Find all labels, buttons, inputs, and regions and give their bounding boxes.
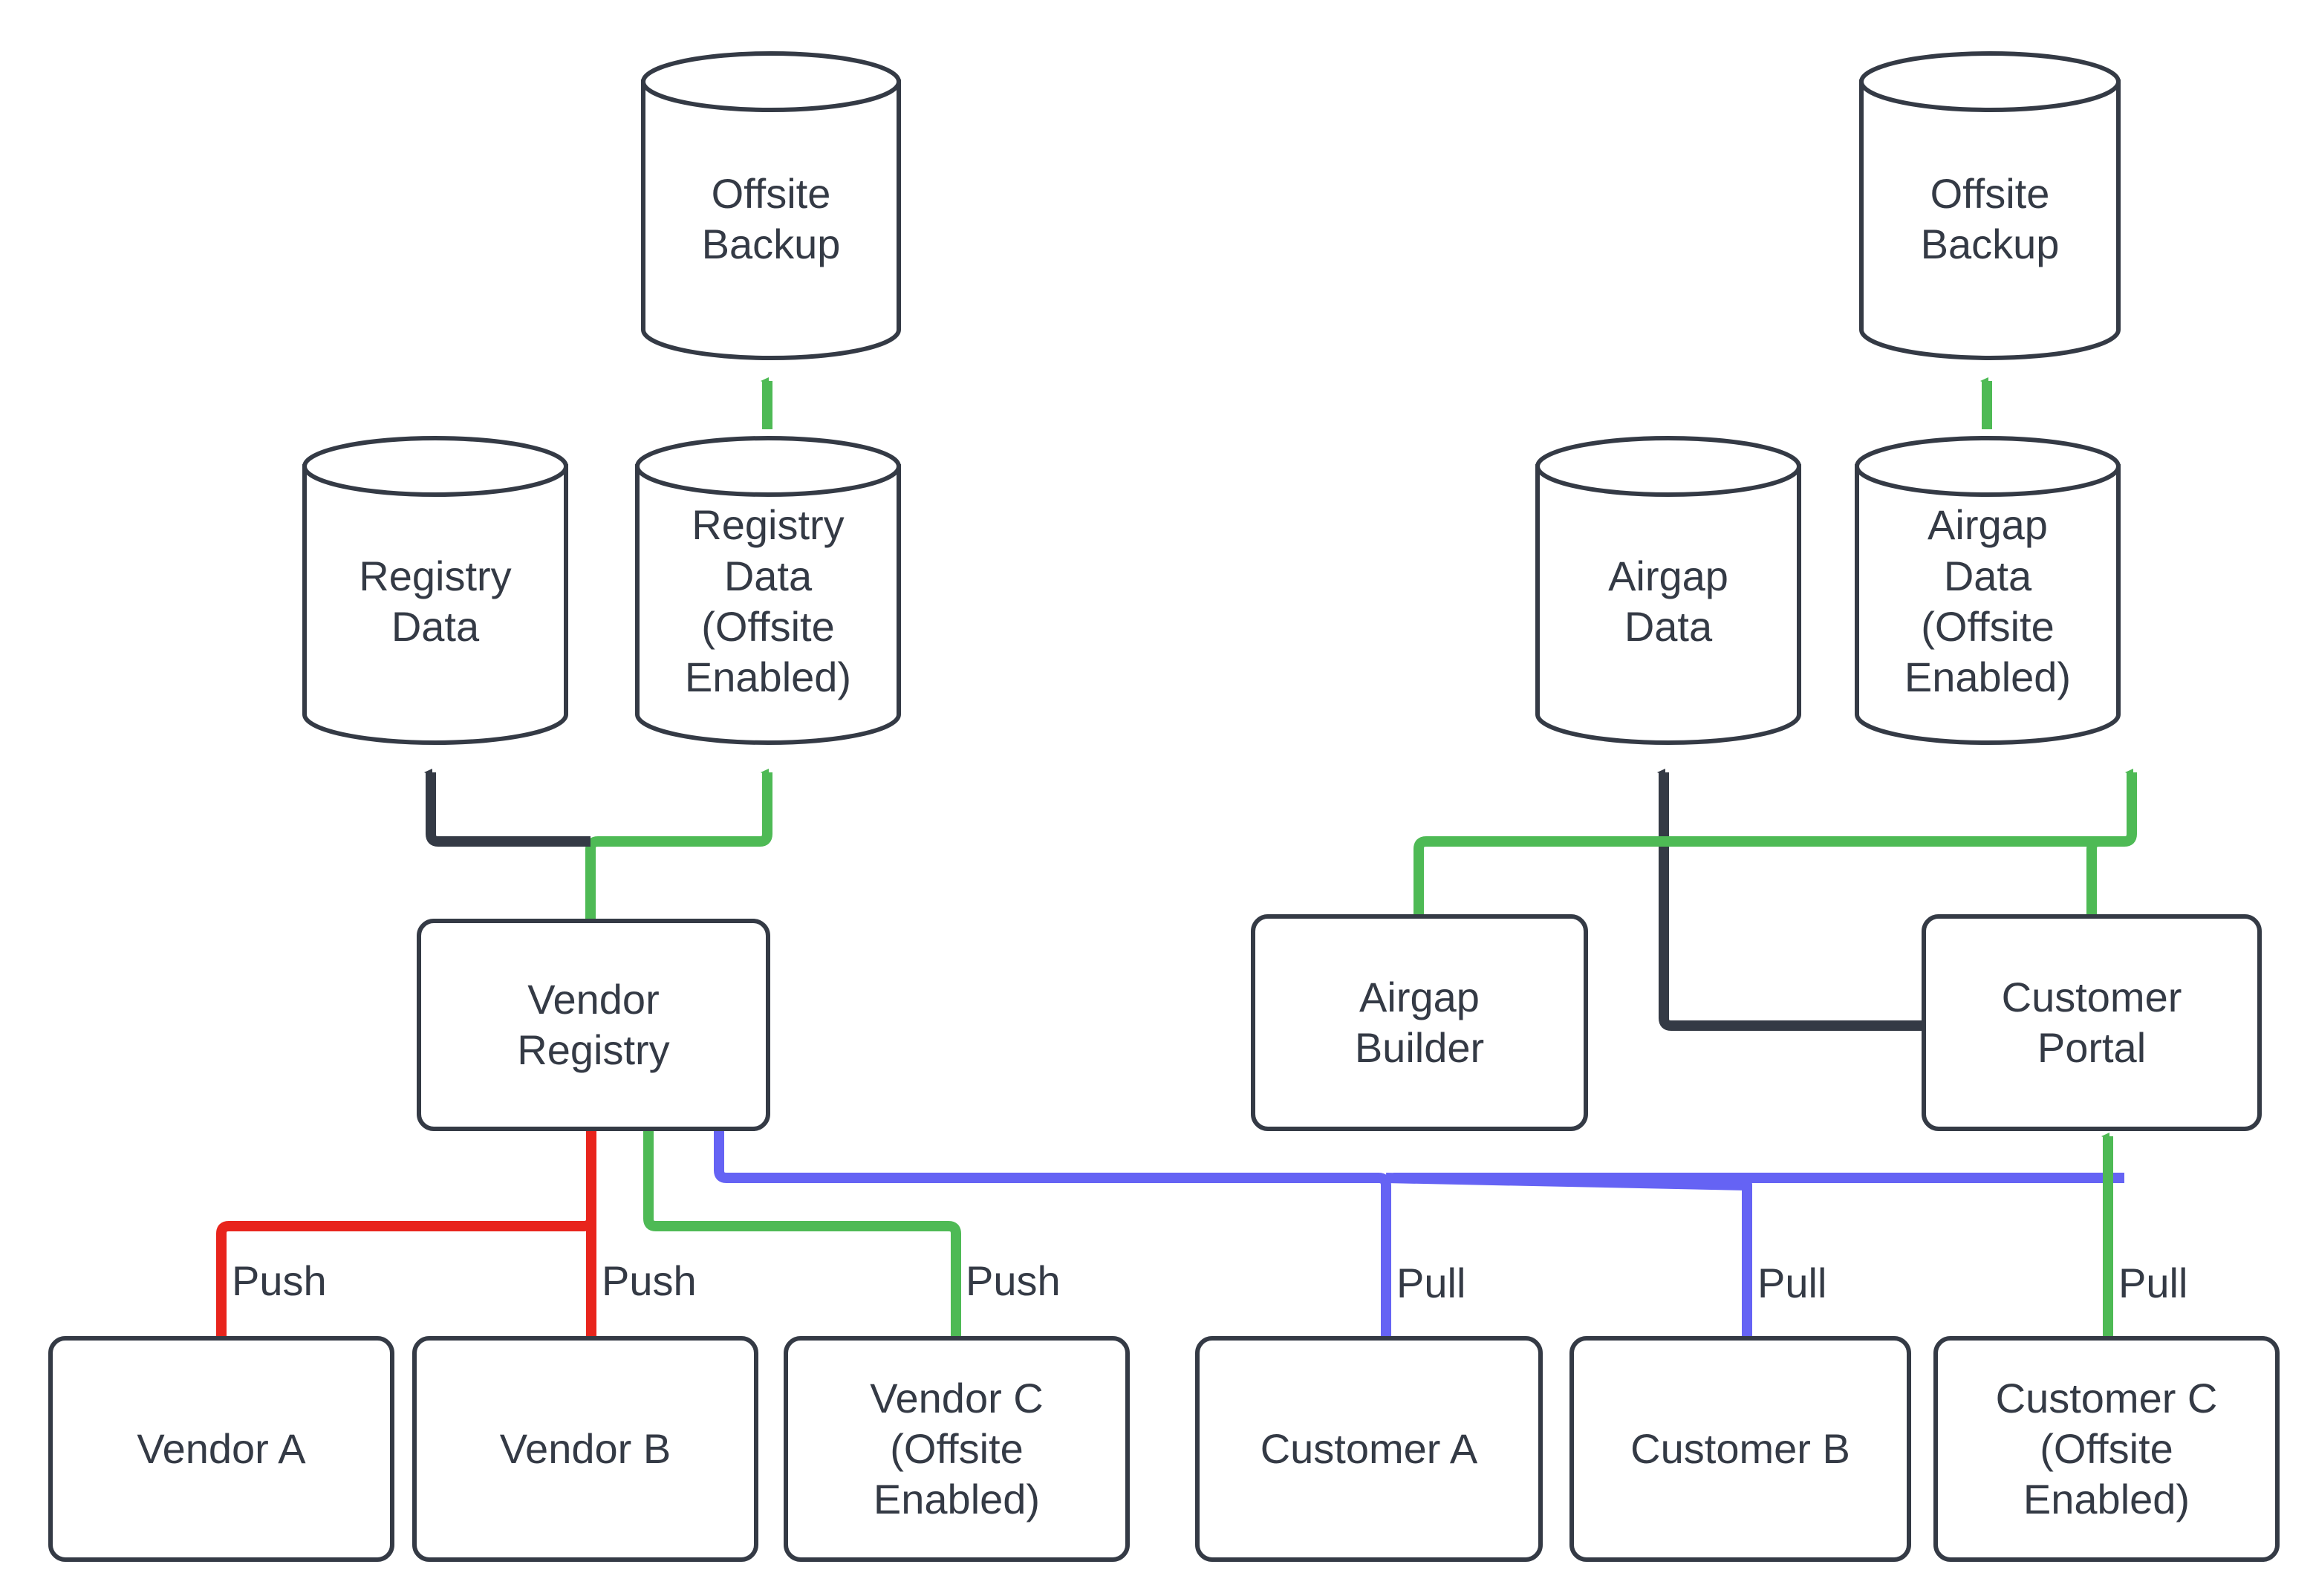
node-airgap-data-offsite[interactable] bbox=[1855, 436, 2121, 745]
edge-customer-portal-to-airgap-data bbox=[1657, 769, 1924, 1031]
edge-label-push-vendor-b: Push bbox=[602, 1257, 697, 1304]
node-vendor-c[interactable] bbox=[784, 1336, 1130, 1562]
node-customer-b[interactable] bbox=[1569, 1336, 1911, 1562]
node-registry-data-offsite[interactable] bbox=[635, 436, 901, 745]
node-customer-c[interactable] bbox=[1933, 1336, 2280, 1562]
node-airgap-data[interactable] bbox=[1535, 436, 1801, 745]
edge-label-pull-customer-a: Pull bbox=[1396, 1260, 1466, 1306]
edge-vendor-c-to-vendor-registry bbox=[642, 1125, 961, 1338]
node-registry-data[interactable] bbox=[302, 436, 568, 745]
node-vendor-a[interactable] bbox=[48, 1336, 394, 1562]
node-customer-a[interactable] bbox=[1195, 1336, 1543, 1562]
edge-airgap-builder-to-airgap-data-offsite bbox=[1414, 769, 2137, 916]
edge-vendor-registry-to-registry-data-offsite bbox=[585, 769, 772, 921]
edge-label-pull-customer-c: Pull bbox=[2118, 1260, 2188, 1306]
edge-vendor-a-to-vendor-registry bbox=[216, 1125, 596, 1338]
node-offsite-backup-right[interactable] bbox=[1859, 51, 2121, 360]
node-airgap-builder[interactable] bbox=[1251, 914, 1588, 1131]
node-offsite-backup-left[interactable] bbox=[641, 51, 901, 360]
edge-label-push-vendor-c: Push bbox=[966, 1257, 1061, 1304]
node-vendor-registry[interactable] bbox=[417, 919, 770, 1131]
edge-vendor-registry-to-registry-data bbox=[424, 769, 591, 847]
edge-label-push-vendor-a: Push bbox=[232, 1257, 327, 1304]
edge-customer-a-to-vendor-registry bbox=[712, 1125, 1391, 1338]
node-customer-portal[interactable] bbox=[1922, 914, 2262, 1131]
edge-label-pull-customer-b: Pull bbox=[1757, 1260, 1827, 1306]
edge-customer-b-to-vendor-registry bbox=[1385, 1173, 1752, 1338]
edge-customer-b-segment bbox=[1393, 1173, 1752, 1338]
edge-customer-portal-to-airgap-data-offsite bbox=[2086, 836, 2124, 916]
node-vendor-b[interactable] bbox=[412, 1336, 758, 1562]
